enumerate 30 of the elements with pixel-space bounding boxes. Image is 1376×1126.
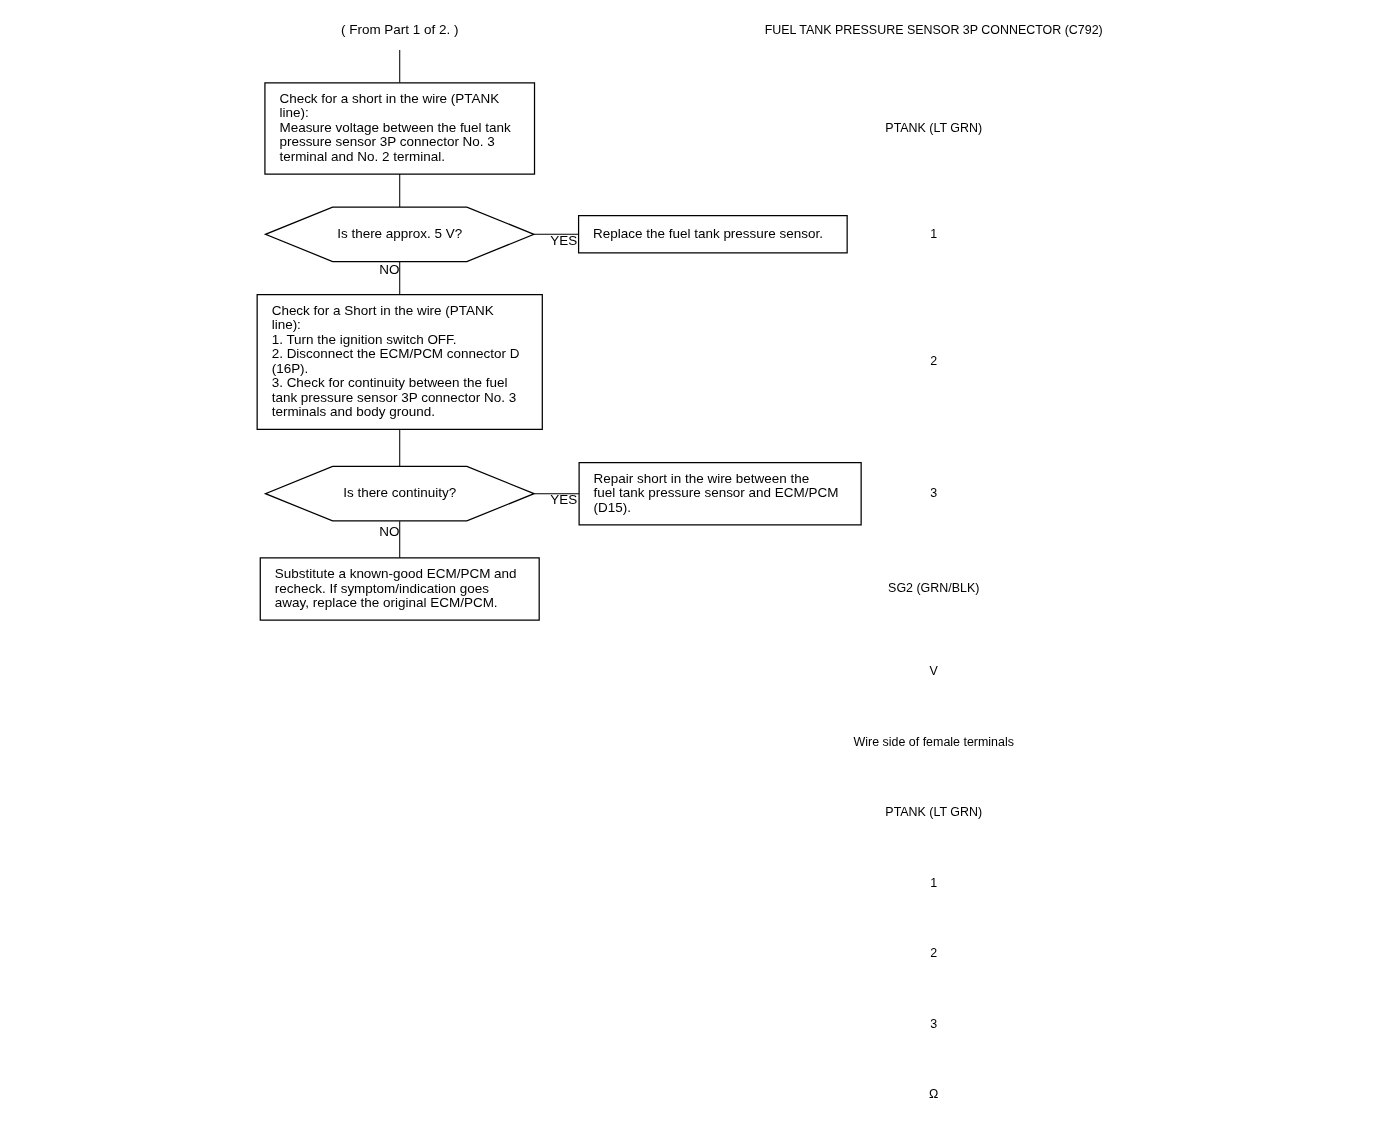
edge-label: YES xyxy=(549,492,577,508)
node-box: Check for a short in the wire (PTANK line): Measure voltage between the fuel tank pressure sensor 3P connector No. 3 terminal and No. 2 terminal. xyxy=(263,82,535,175)
connector xyxy=(533,233,579,235)
label: 3 xyxy=(929,1016,937,1031)
label: V xyxy=(929,664,938,679)
label: Wire side of female terminals xyxy=(853,734,1014,749)
label: PTANK (LT GRN) xyxy=(884,120,982,135)
node-text: ( From Part 1 of 2. ) xyxy=(340,22,458,38)
connector xyxy=(398,49,400,84)
node-box: Substitute a known-good ECM/PCM and recheck. If symptom/indication goes away, replace the original ECM/PCM. xyxy=(259,557,540,621)
node-box: Replace the fuel tank pressure sensor. xyxy=(577,215,848,254)
edge-label: NO xyxy=(378,261,399,277)
label: 1 xyxy=(929,875,937,890)
label: SG2 (GRN/BLK) xyxy=(887,581,979,596)
connector xyxy=(533,493,579,495)
label: FUEL TANK PRESSURE SENSOR 3P CONNECTOR (C792) xyxy=(764,23,1103,38)
label: 3 xyxy=(929,485,937,500)
node-box: Repair short in the wire between the fuel tank pressure sensor and ECM/PCM (D15). xyxy=(578,461,862,526)
node-box: Check for a Short in the wire (PTANK line): 1. Turn the ignition switch OFF. 2. Disconnect the ECM/PCM connector D (16P). 3. Check for continuity between the fuel tank pressure sensor 3P connector No. 3 terminals and body ground. xyxy=(256,293,543,430)
label: 2 xyxy=(929,946,937,961)
connector xyxy=(398,261,400,295)
label: 1 xyxy=(929,226,937,241)
connector xyxy=(398,173,400,208)
connector xyxy=(398,520,400,559)
label: Ω xyxy=(928,1087,938,1102)
label: 2 xyxy=(929,354,937,369)
connector xyxy=(398,429,400,467)
edge-label: NO xyxy=(378,523,399,539)
label: PTANK (LT GRN) xyxy=(884,805,982,820)
edge-label: YES xyxy=(549,233,577,249)
